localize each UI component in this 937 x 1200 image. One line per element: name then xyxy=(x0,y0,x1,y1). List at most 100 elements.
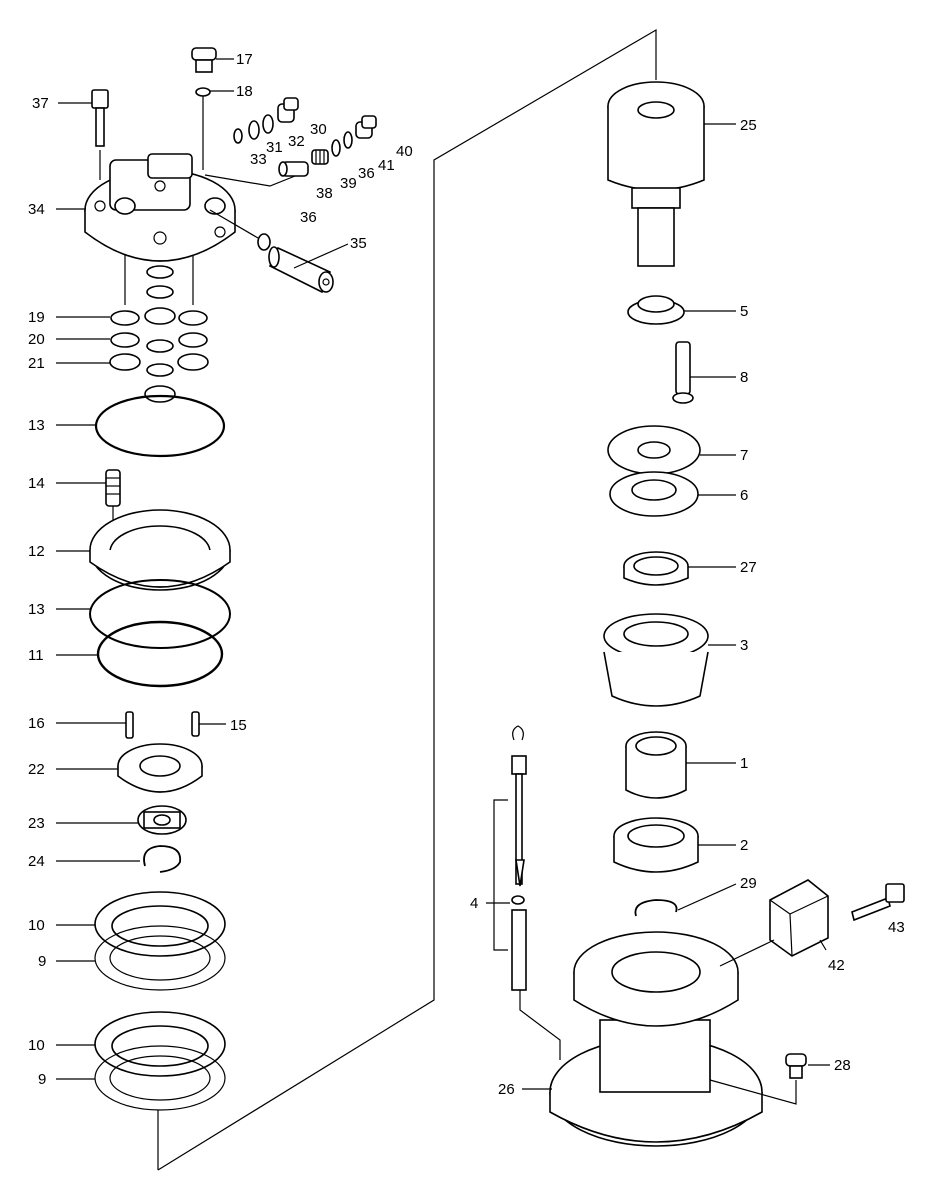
part-36-o-ring-lower xyxy=(257,233,271,251)
callout-label-c13a: 13 xyxy=(28,417,45,434)
callout-label-c42: 42 xyxy=(828,957,845,974)
callout-label-c6: 6 xyxy=(740,487,748,504)
part-9-plate-lower xyxy=(94,1045,226,1111)
part-3-bearing xyxy=(603,613,709,707)
part-25-carrier xyxy=(607,81,705,267)
callout-label-c11: 11 xyxy=(28,647,44,664)
part-20-seal xyxy=(110,332,140,348)
callout-label-c23: 23 xyxy=(28,815,45,832)
callout-label-c3: 3 xyxy=(740,637,748,654)
part-13-o-ring-lower xyxy=(89,579,231,649)
callout-label-c19: 19 xyxy=(28,309,45,326)
part-36-o-ring-upper xyxy=(331,139,341,157)
part-23-bearing xyxy=(137,805,187,835)
callout-label-c9b: 9 xyxy=(38,1071,46,1088)
part-34-valve-cover xyxy=(84,153,236,262)
callout-label-c28: 28 xyxy=(834,1057,851,1074)
part-5-washer xyxy=(627,295,685,325)
part-28-plug xyxy=(785,1053,807,1079)
callout-label-c43: 43 xyxy=(888,919,905,936)
part-6-plate xyxy=(609,471,699,517)
callout-label-c10a: 10 xyxy=(28,917,45,934)
callout-label-c24: 24 xyxy=(28,853,45,870)
part-42-block xyxy=(769,879,829,957)
callout-label-c5: 5 xyxy=(740,303,748,320)
part-7-plate xyxy=(607,425,701,475)
part-2-ring xyxy=(613,817,699,873)
part-8-pin xyxy=(672,341,694,404)
part-19-seal xyxy=(110,310,140,326)
part-9-plate-upper xyxy=(94,925,226,991)
part-32-o-ring xyxy=(262,114,274,134)
callout-label-c9a: 9 xyxy=(38,953,46,970)
callout-label-c30: 30 xyxy=(310,121,327,138)
part-14-spring xyxy=(105,469,121,507)
part-26-housing xyxy=(549,931,763,1147)
callout-label-c4: 4 xyxy=(470,895,478,912)
part-21-seal xyxy=(109,353,141,371)
callout-label-c20: 20 xyxy=(28,331,45,348)
callout-label-c8: 8 xyxy=(740,369,748,386)
callout-label-c10b: 10 xyxy=(28,1037,45,1054)
part-1-sleeve xyxy=(625,731,687,799)
callout-label-c34: 34 xyxy=(28,201,45,218)
callout-label-c39: 39 xyxy=(340,175,357,192)
callout-label-c18: 18 xyxy=(236,83,253,100)
callout-label-c1: 1 xyxy=(740,755,748,772)
callout-label-c36b: 36 xyxy=(300,209,317,226)
part-13-o-ring-upper xyxy=(94,394,226,458)
part-17-plug xyxy=(191,47,217,73)
part-43-bolt xyxy=(851,883,905,922)
callout-label-c35: 35 xyxy=(350,235,367,252)
part-18-o-ring xyxy=(195,87,211,97)
part-29-snap-ring xyxy=(634,899,678,917)
callout-label-c7: 7 xyxy=(740,447,748,464)
callout-label-c36a: 36 xyxy=(358,165,375,182)
part-16-pin xyxy=(125,711,134,739)
callout-label-c17: 17 xyxy=(236,51,253,68)
callout-label-c22: 22 xyxy=(28,761,45,778)
callout-label-c33: 33 xyxy=(250,151,267,168)
leader-lines xyxy=(56,58,830,1090)
part-12-plate xyxy=(89,509,231,591)
callout-label-c32: 32 xyxy=(288,133,305,150)
callout-label-c16: 16 xyxy=(28,715,45,732)
part-22-plate xyxy=(117,743,203,793)
part-38-valve xyxy=(278,161,309,177)
callout-label-c27: 27 xyxy=(740,559,757,576)
divider-line xyxy=(157,28,657,1171)
callout-label-c25: 25 xyxy=(740,117,757,134)
part-4-dipstick xyxy=(511,725,527,991)
part-24-snap-ring xyxy=(143,845,182,873)
part-37-bolt xyxy=(91,89,109,147)
seal-set xyxy=(109,265,209,403)
callout-label-c26: 26 xyxy=(498,1081,515,1098)
callout-label-c12: 12 xyxy=(28,543,45,560)
callout-label-c37: 37 xyxy=(32,95,49,112)
part-31-o-ring xyxy=(248,120,260,140)
callout-label-c2: 2 xyxy=(740,837,748,854)
callout-label-c29: 29 xyxy=(740,875,757,892)
part-10-plate-lower xyxy=(94,1011,226,1077)
part-30-plug xyxy=(277,97,299,123)
callout-label-c31: 31 xyxy=(266,139,283,156)
callout-label-c21: 21 xyxy=(28,355,45,372)
callout-label-c13b: 13 xyxy=(28,601,45,618)
part-35-spool xyxy=(268,246,334,294)
part-40-plug xyxy=(355,115,377,139)
part-15-pin xyxy=(191,711,200,737)
part-10-plate-upper xyxy=(94,891,226,957)
callout-label-c38: 38 xyxy=(316,185,333,202)
part-11-ring xyxy=(96,620,224,688)
part-27-ring xyxy=(623,551,689,586)
part-33-o-ring xyxy=(233,128,243,144)
part-41-o-ring xyxy=(343,131,353,149)
part-39-spring xyxy=(311,149,329,165)
callout-label-c14: 14 xyxy=(28,475,45,492)
callout-label-c41: 41 xyxy=(378,157,395,174)
callout-label-c15: 15 xyxy=(230,717,247,734)
callout-label-c40: 40 xyxy=(396,143,413,160)
